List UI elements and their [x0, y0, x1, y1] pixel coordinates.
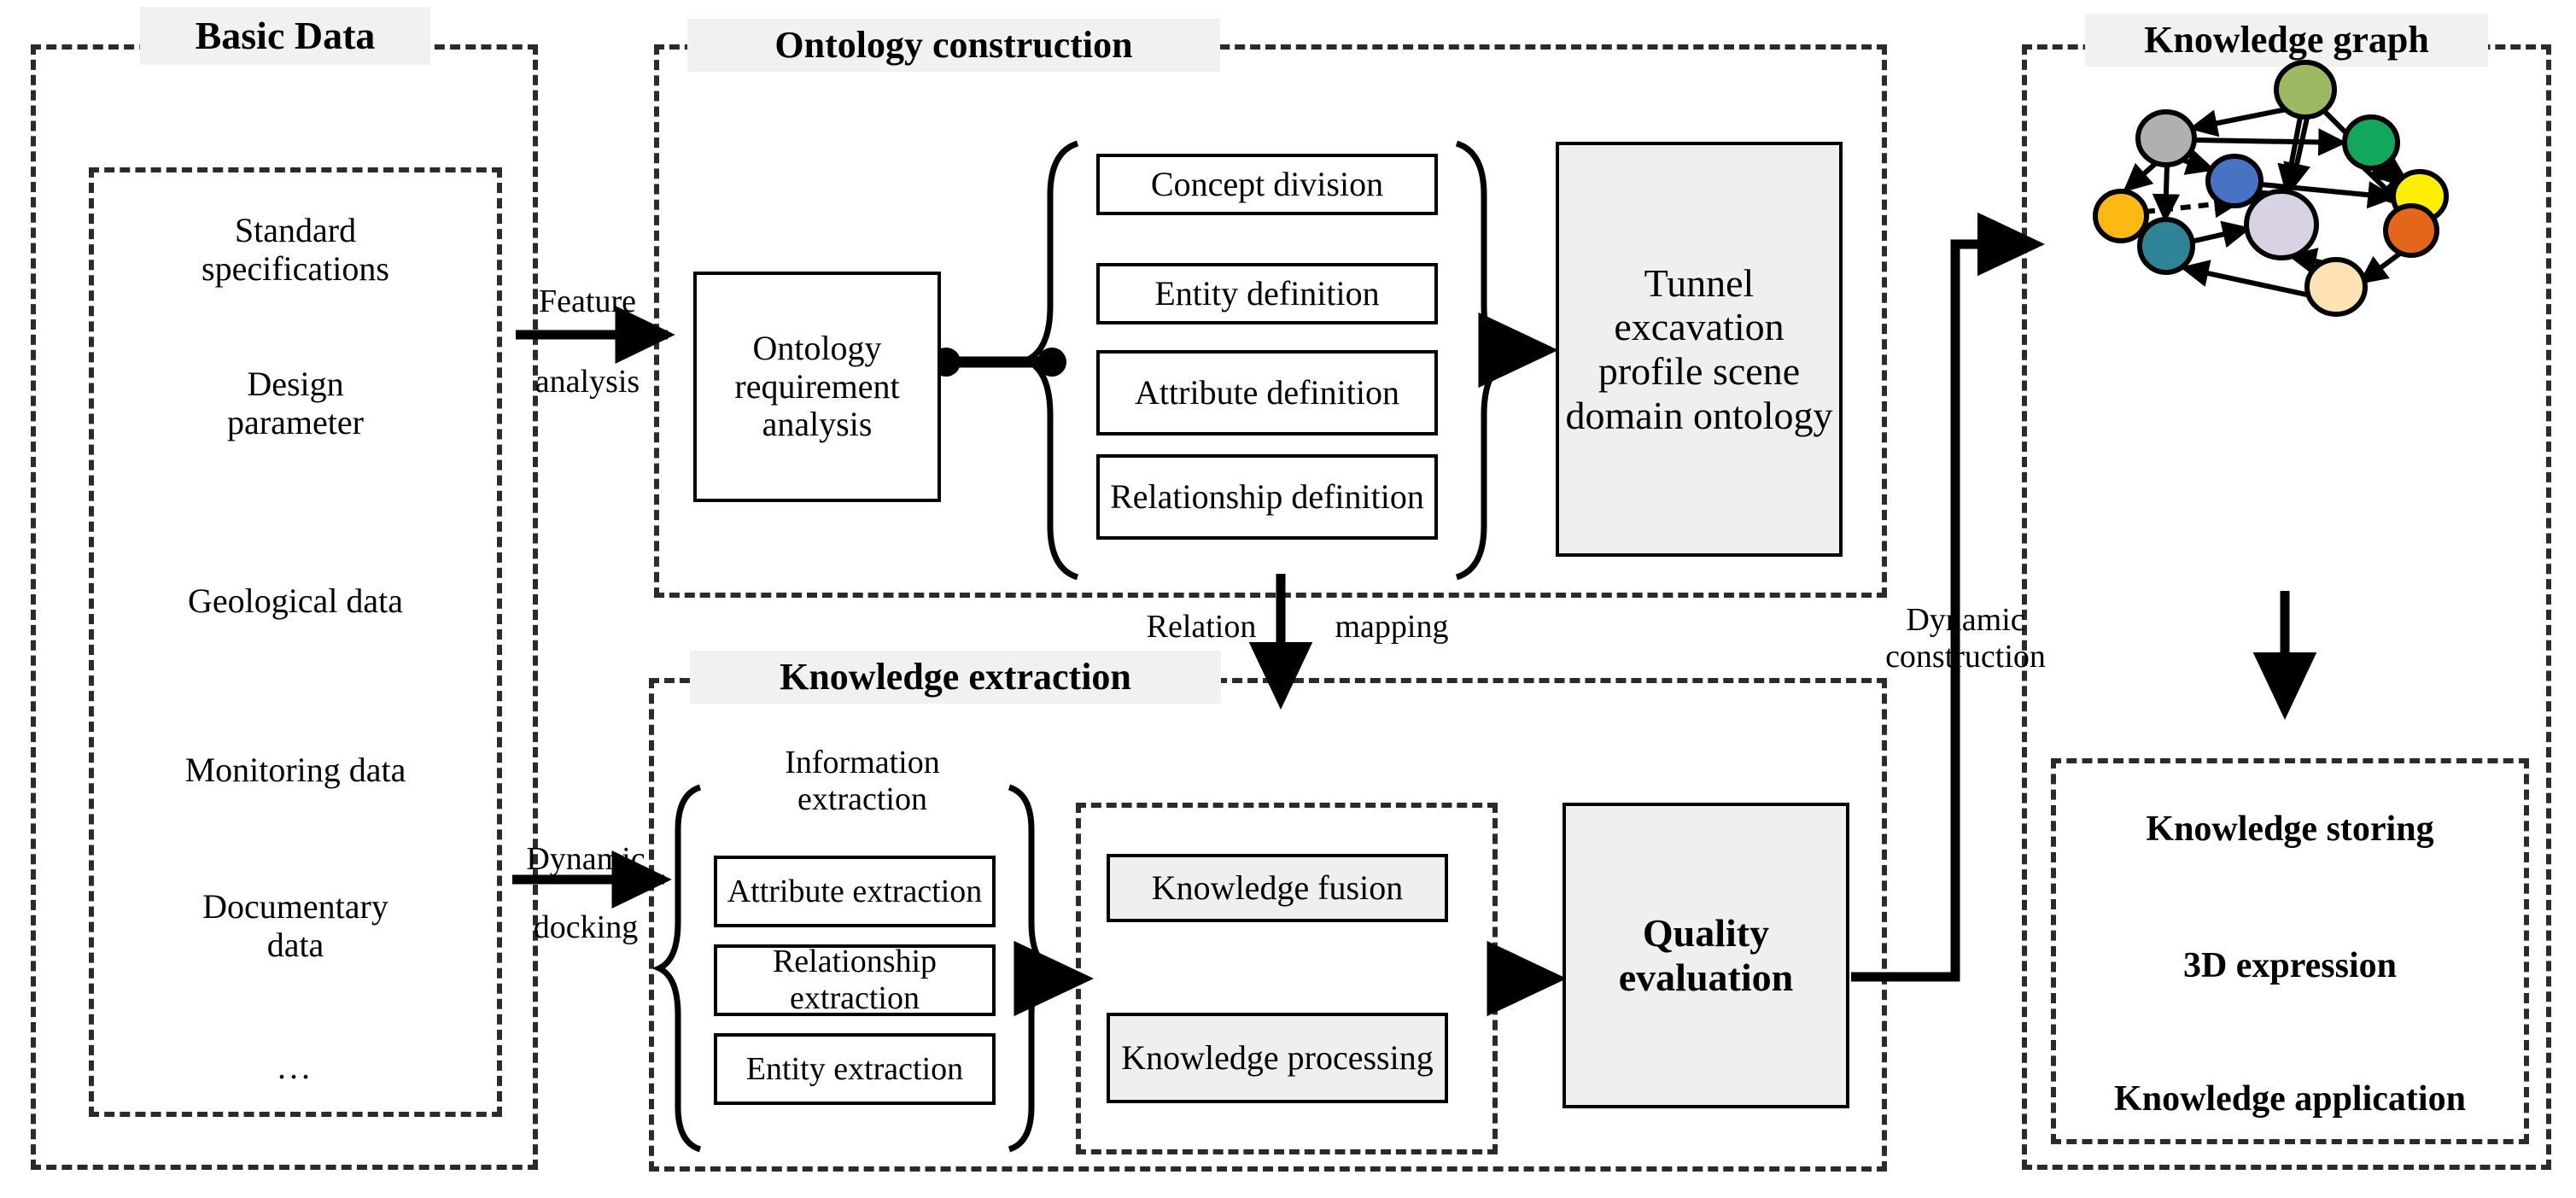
- label-information-extraction: Information extraction: [785, 745, 940, 817]
- arrow-label-mapping: mapping: [1335, 609, 1449, 645]
- arrow-label-dynamic: Dynamic: [526, 841, 645, 877]
- section-title-ontology-construction: Ontology construction: [687, 19, 1220, 72]
- output-item-3d-expression: 3D expression: [2182, 946, 2398, 985]
- section-title-basic-data: Basic Data: [140, 7, 430, 65]
- arrow-label-relation: Relation: [1146, 609, 1257, 645]
- box-relationship-extraction[interactable]: Relationship extraction: [714, 944, 996, 1016]
- basic-data-item-monitoring-data: Monitoring data: [184, 751, 406, 789]
- basic-data-item-documentary-data: Documentary data: [202, 887, 388, 964]
- output-item-knowledge-storing: Knowledge storing: [2146, 809, 2434, 849]
- box-relationship-definition[interactable]: Relationship definition: [1096, 454, 1438, 540]
- basic-data-item-standard-specifications: Standard specifications: [202, 211, 389, 288]
- box-knowledge-processing[interactable]: Knowledge processing: [1107, 1013, 1448, 1103]
- box-ontology-requirement-analysis[interactable]: Ontology requirement analysis: [693, 272, 941, 502]
- arrow-label-analysis: analysis: [534, 364, 640, 400]
- subpanel-basic-data-items: [89, 167, 502, 1117]
- box-quality-evaluation[interactable]: Quality evaluation: [1563, 803, 1849, 1108]
- section-title-knowledge-graph: Knowledge graph: [2085, 14, 2488, 67]
- box-entity-definition[interactable]: Entity definition: [1096, 263, 1438, 324]
- basic-data-item-design-parameter: Design parameter: [227, 365, 364, 441]
- arrow-label-dynamic-construction: Dynamic construction: [1885, 602, 2046, 675]
- output-item-knowledge-application: Knowledge application: [2114, 1079, 2466, 1119]
- box-attribute-extraction[interactable]: Attribute extraction: [714, 856, 996, 927]
- subpanel-knowledge-output: [2051, 758, 2529, 1144]
- basic-data-item-ellipsis: ...: [277, 1048, 313, 1086]
- arrow-label-feature: Feature: [539, 283, 636, 319]
- box-entity-extraction[interactable]: Entity extraction: [714, 1033, 996, 1105]
- arrow-label-docking: docking: [533, 909, 639, 945]
- box-attribute-definition[interactable]: Attribute definition: [1096, 350, 1438, 435]
- section-title-knowledge-extraction: Knowledge extraction: [690, 651, 1221, 704]
- box-knowledge-fusion[interactable]: Knowledge fusion: [1107, 854, 1448, 922]
- box-tunnel-excavation-ontology[interactable]: Tunnel excavation profile scene domain o…: [1556, 142, 1843, 557]
- box-concept-division[interactable]: Concept division: [1096, 154, 1438, 215]
- basic-data-item-geological-data: Geological data: [187, 581, 404, 620]
